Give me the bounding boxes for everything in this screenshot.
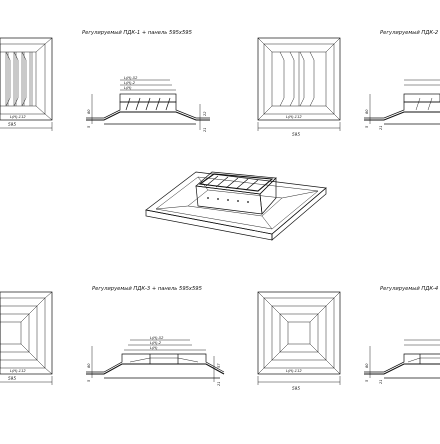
panel-1-dim-base: 5 [87,125,91,128]
panel-4-dim-height: 80 [365,363,369,368]
panel-2-plan-neck: L(Н)-112 [286,115,302,119]
panel-3-plan-neck: L(Н)-112 [10,369,26,373]
panel-4-title: Регулируемый ПДК-4 [380,286,438,292]
panel-4-plan-frame [257,291,341,375]
panel-1-plan-louvers [5,51,33,107]
panel-1-title: Регулируемый ПДК-1 + панель 595х595 [82,30,193,36]
panel-1-dim-height: 80 [87,109,91,114]
panel-3-dim-side: 21 [217,381,221,386]
panel-2-dim-base: 5 [365,125,369,128]
iso-blades [205,175,259,191]
panel-1-plan-neck: L(Н)-112 [10,115,26,119]
panel-4: Регулируемый ПДК-4 595 L(Н)-112 [257,286,440,391]
panel-3-plan-width: 595 [8,376,16,381]
panel-3: Регулируемый ПДК-3 + панель 595х595 595 … [0,286,225,386]
panel-3-dim-top3: L(Н) [150,346,158,350]
panel-2-plan-width: 595 [292,132,300,137]
panel-3-dim-right: 57 [217,363,221,368]
panel-3-dim-base: 5 [87,379,91,382]
panel-3-dim-top1: L(Н)-52 [150,336,164,340]
panel-1-dim-top2: L(Н)-2 [124,81,136,85]
panel-4-section-outline [364,353,440,373]
panel-1-plan-width: 595 [8,122,16,127]
panel-2-plan-louvers [279,51,315,107]
panel-4-section-view: 80 5 21 [364,339,440,384]
panel-2-plan-view: 595 L(Н)-112 [257,37,341,137]
panel-2-section-outline [364,101,440,119]
panel-3-dim-top2: L(Н)-2 [150,341,162,345]
panel-3-plan-frame [0,291,53,375]
iso-screws [207,197,249,203]
panel-1: Регулируемый ПДК-1 + панель 595х595 595 … [0,30,210,132]
isometric-view [145,171,327,241]
panel-3-section-outline [86,353,225,373]
panel-2-title: Регулируемый ПДК-2 [380,30,438,36]
panel-4-plan-view: 595 L(Н)-112 [257,291,341,391]
panel-2-dim-side: 21 [379,125,383,130]
panel-4-dim-base: 5 [365,379,369,382]
panel-1-plan-frame [0,37,53,121]
panel-4-dim-side: 21 [379,379,383,384]
panel-1-dim-side: 21 [203,127,207,132]
panel-3-dim-height: 80 [87,363,91,368]
panel-4-plan-width: 595 [292,386,300,391]
panel-2-plan-frame [257,37,341,121]
iso-neck [195,171,277,215]
panel-2: Регулируемый ПДК-2 595 L( [257,30,440,137]
panel-2-dim-height: 80 [365,109,369,114]
panel-1-plan-view: 595 L(Н)-112 [0,37,53,131]
panel-1-section-blades [125,97,171,111]
panel-4-plan-neck: L(Н)-112 [286,369,302,373]
panel-1-dim-top1: L(Н)-52 [124,76,138,80]
panel-3-plan-view: 595 L(Н)-112 [0,291,53,385]
panel-3-title: Регулируемый ПДК-3 + панель 595х595 [92,286,203,292]
panel-2-section-view: 80 5 21 [364,79,440,130]
panel-1-dim-right: 22 [203,111,207,116]
panel-3-section-view: L(Н)-52 L(Н)-2 L(Н) 80 5 57 21 [86,336,225,386]
panel-1-dim-top3: L(Н) [124,86,132,90]
panel-1-section-view: L(Н)-52 L(Н)-2 L(Н) 80 5 22 21 [86,76,210,132]
